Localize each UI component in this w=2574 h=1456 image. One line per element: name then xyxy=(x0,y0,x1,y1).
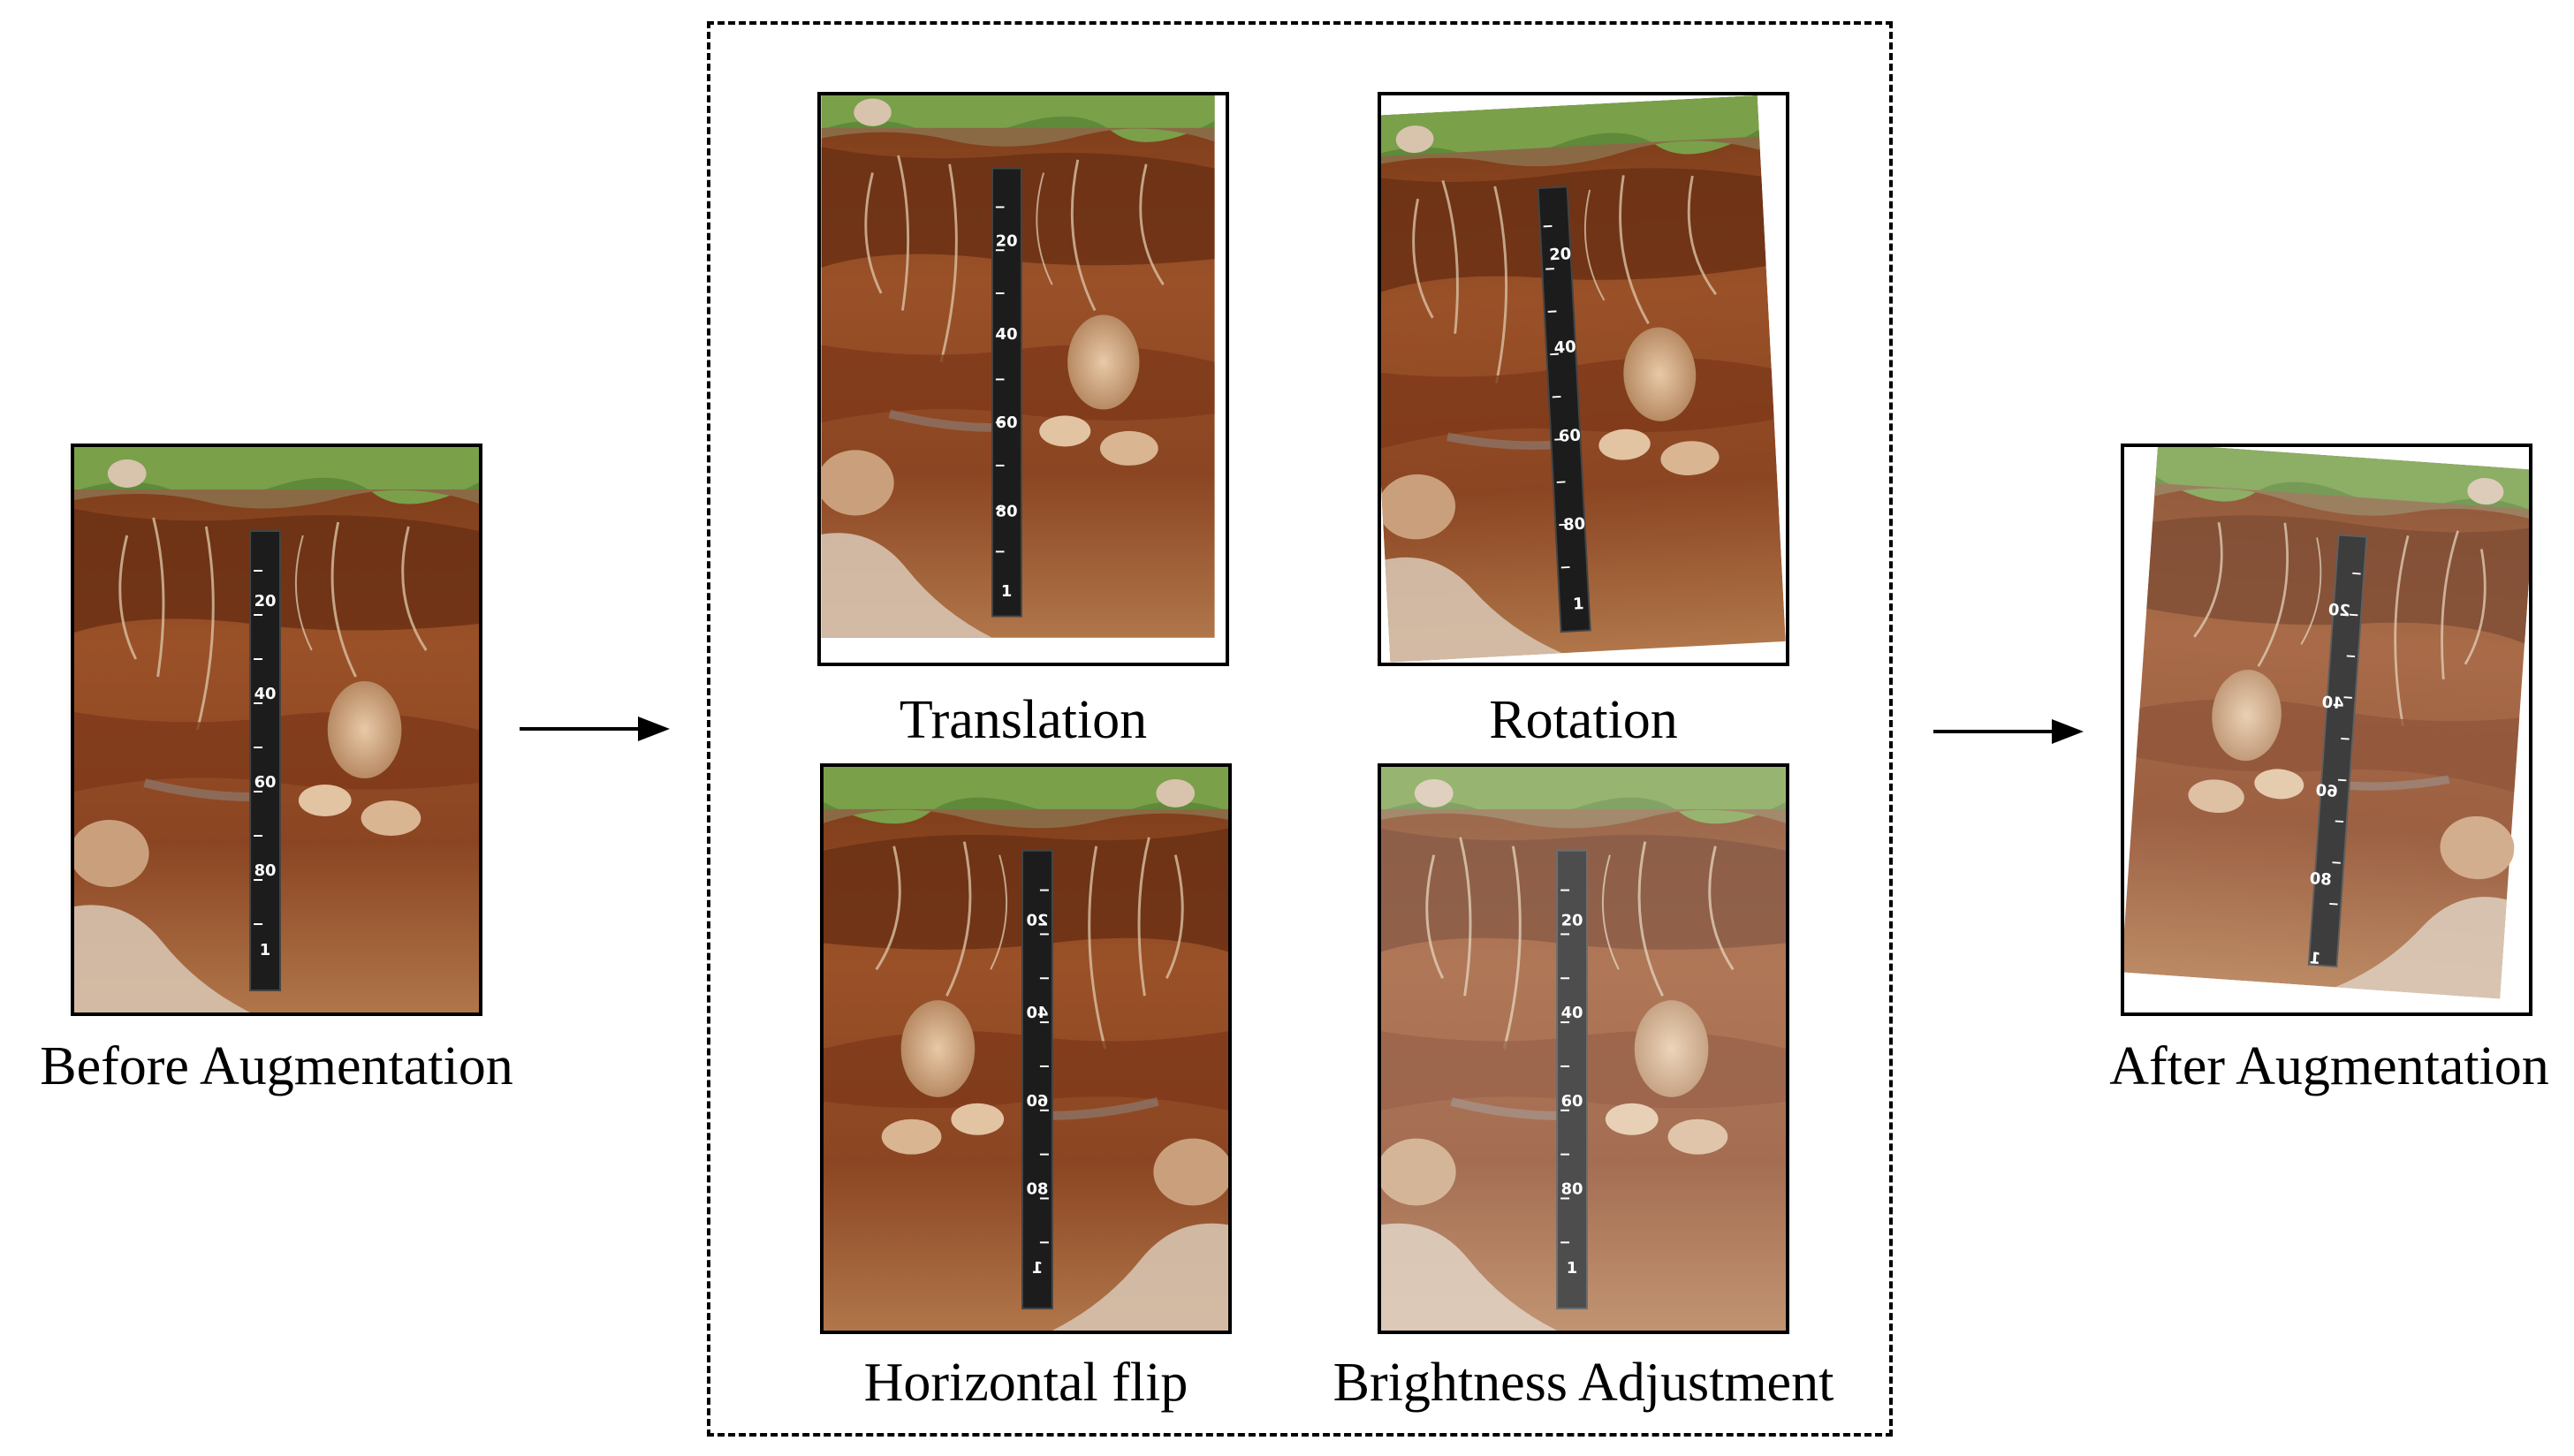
tape-mark: 40 xyxy=(1561,1004,1583,1022)
tape-mark: 40 xyxy=(254,685,277,703)
tape-mark: 80 xyxy=(254,861,277,880)
tape-mark: 1 xyxy=(260,941,270,959)
tape-mark: 1 xyxy=(1573,595,1585,614)
tape-mark: 80 xyxy=(1563,515,1586,535)
tape-mark: 60 xyxy=(1558,426,1581,445)
tape-mark: 20 xyxy=(2327,601,2350,621)
tape-mark: 1 xyxy=(1032,1259,1043,1278)
tape-mark: 60 xyxy=(254,773,277,792)
tape-mark: 60 xyxy=(2315,781,2338,801)
augmentation-methods-group xyxy=(707,21,1893,1437)
soil-profile-photo: 20 40 60 80 1 xyxy=(1381,767,1786,1331)
tape-mark: 20 xyxy=(996,231,1018,250)
tape-mark: 40 xyxy=(1553,337,1576,357)
tape-mark: 20 xyxy=(1026,911,1048,929)
after-augmentation-label: After Augmentation xyxy=(2109,1036,2549,1096)
tape-mark: 1 xyxy=(1001,582,1012,601)
tape-mark: 80 xyxy=(2309,869,2332,890)
right-arrow-icon xyxy=(520,717,670,741)
tape-mark: 80 xyxy=(996,502,1018,520)
tape-mark: 80 xyxy=(1561,1179,1583,1198)
translation-label: Translation xyxy=(899,690,1148,750)
tape-mark: 40 xyxy=(996,325,1018,344)
brightness-adjustment-photo: 20 40 60 80 1 xyxy=(1378,763,1789,1334)
tape-mark: 60 xyxy=(1026,1092,1048,1111)
tape-mark: 20 xyxy=(1549,245,1572,264)
horizontal-flip-label: Horizontal flip xyxy=(863,1353,1188,1413)
tape-mark: 20 xyxy=(1561,911,1583,929)
after-augmentation-photo: 20 40 60 80 1 xyxy=(2121,444,2532,1016)
rotation-label: Rotation xyxy=(1489,690,1678,750)
soil-profile-photo: 20 40 60 80 1 xyxy=(2124,447,2529,1012)
tape-mark: 1 xyxy=(2309,949,2321,968)
tape-mark: 40 xyxy=(2321,694,2344,714)
tape-mark: 60 xyxy=(996,413,1018,432)
tape-mark: 40 xyxy=(1026,1004,1048,1022)
soil-profile-photo: 20 40 60 80 1 xyxy=(1381,95,1786,663)
tape-mark: 20 xyxy=(254,592,277,610)
tape-mark: 80 xyxy=(1026,1179,1048,1198)
soil-profile-photo: 20 40 60 80 1 xyxy=(821,95,1226,663)
translation-photo: 20 40 60 80 1 xyxy=(817,92,1229,666)
rotation-photo: 20 40 60 80 1 xyxy=(1378,92,1789,666)
right-arrow-icon xyxy=(1933,719,2084,744)
before-augmentation-label: Before Augmentation xyxy=(40,1036,513,1096)
soil-profile-photo: 20 40 60 80 1 xyxy=(74,447,479,1012)
before-augmentation-photo: 20 40 60 80 1 xyxy=(71,444,482,1016)
soil-profile-photo: 20 40 60 80 1 xyxy=(824,767,1228,1331)
brightness-adjustment-label: Brightness Adjustment xyxy=(1333,1353,1834,1413)
tape-mark: 60 xyxy=(1561,1092,1583,1111)
tape-mark: 1 xyxy=(1567,1259,1577,1278)
horizontal-flip-photo: 20 40 60 80 1 xyxy=(820,763,1232,1334)
